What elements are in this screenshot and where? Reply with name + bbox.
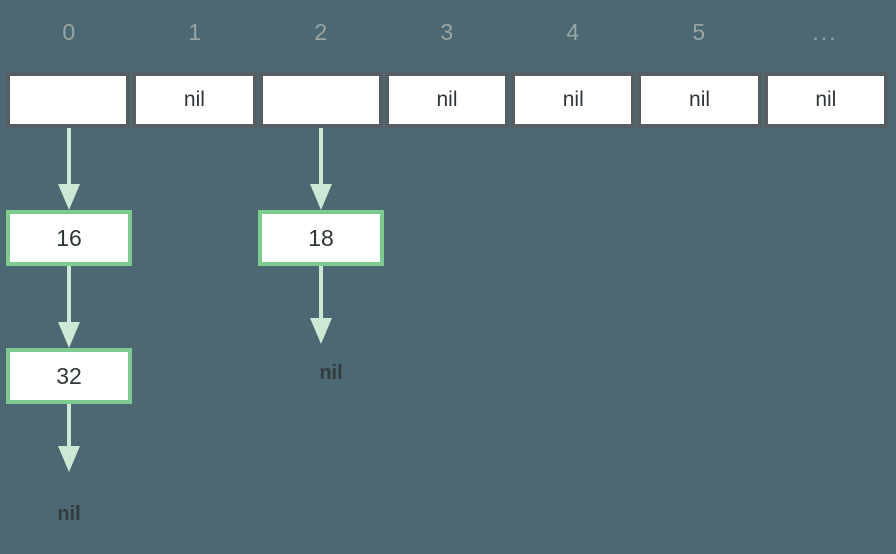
- bucket-index-label-4: 4: [566, 19, 580, 45]
- arrow-bucket0-to-node16: [58, 128, 80, 210]
- arrow-stem: [67, 128, 71, 184]
- bucket-index-header-row: 0 1 2 3 4 5 ...: [6, 14, 888, 50]
- bucket-cell-0: [6, 72, 131, 128]
- bucket-index-label-1: 1: [188, 19, 202, 45]
- bucket-cell-1: nil: [132, 72, 257, 128]
- bucket-cell-2: [258, 72, 383, 128]
- bucket-cell-6: nil: [763, 72, 888, 128]
- arrow-node32-to-nil: [58, 404, 80, 472]
- bucket-cell-5: nil: [637, 72, 762, 128]
- bucket-array: nil nil nil nil nil: [6, 72, 888, 128]
- arrow-stem: [67, 266, 71, 322]
- list-node-16: 16: [6, 210, 132, 266]
- arrow-node18-to-nil: [310, 266, 332, 344]
- bucket-index-label-5: 5: [692, 19, 706, 45]
- arrow-head: [58, 446, 80, 472]
- bucket-index-label-2: 2: [314, 19, 328, 45]
- arrow-stem: [67, 404, 71, 446]
- arrow-bucket2-to-node18: [310, 128, 332, 210]
- list-node-32: 32: [6, 348, 132, 404]
- chain-terminator-nil-bucket2: nil: [319, 362, 343, 384]
- arrow-stem: [319, 128, 323, 184]
- bucket-cell-4: nil: [511, 72, 636, 128]
- bucket-index-label-3: 3: [440, 19, 454, 45]
- arrow-node16-to-node32: [58, 266, 80, 348]
- bucket-index-label-ellipsis: ...: [812, 19, 838, 45]
- arrow-head: [58, 322, 80, 348]
- arrow-head: [58, 184, 80, 210]
- arrow-stem: [319, 266, 323, 318]
- list-node-18: 18: [258, 210, 384, 266]
- chain-terminator-nil-bucket0: nil: [57, 503, 81, 525]
- arrow-head: [310, 184, 332, 210]
- bucket-index-label-0: 0: [62, 19, 76, 45]
- bucket-cell-3: nil: [384, 72, 510, 128]
- arrow-head: [310, 318, 332, 344]
